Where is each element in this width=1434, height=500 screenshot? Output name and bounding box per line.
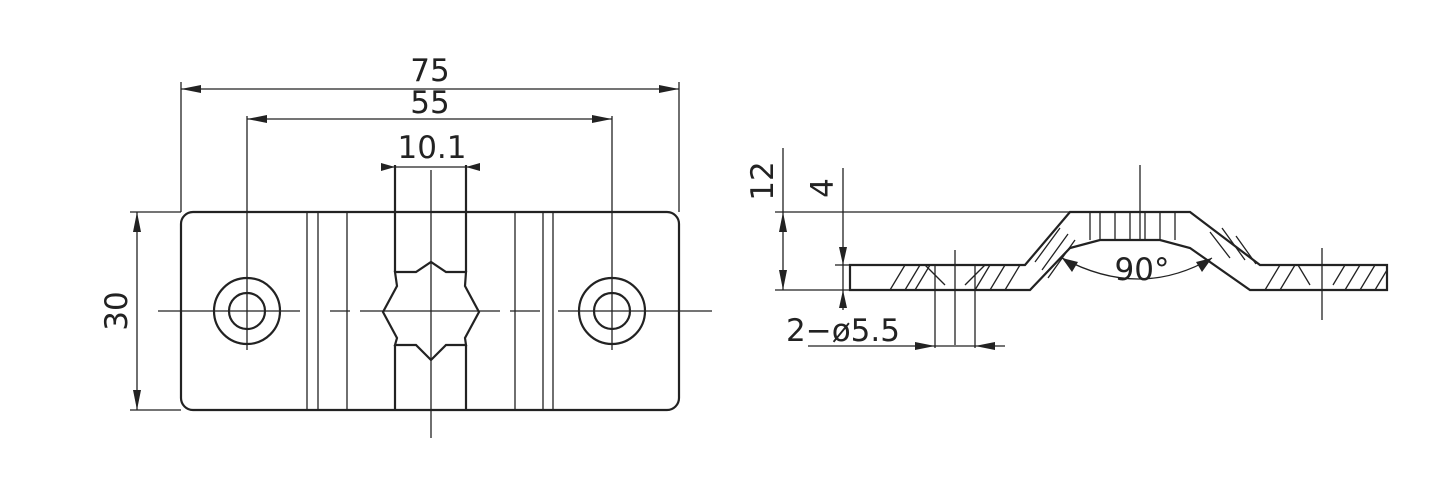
dim-height: 30 [99, 212, 141, 410]
dim-thickness: 4 [805, 168, 847, 310]
slot-cutout [381, 165, 481, 410]
dim-bend-angle-text: 90° [1115, 252, 1170, 288]
countersunk-hole-right [1297, 248, 1346, 320]
bend-lines [306, 212, 554, 410]
star-cutout [381, 260, 481, 362]
dim-total-height: 12 [745, 148, 787, 290]
dim-slot-width-text: 10.1 [397, 130, 466, 166]
dim-thickness-text: 4 [805, 178, 841, 198]
plan-view: 75 55 10.1 30 [99, 53, 712, 438]
dim-hole-spacing-text: 55 [410, 85, 449, 121]
dim-overall-length-text: 75 [410, 53, 449, 89]
countersunk-hole-left [924, 250, 986, 348]
extension-lines [130, 82, 680, 411]
dim-holes: 2−ø5.5 [786, 313, 1005, 350]
section-view: 90° 12 4 2−ø5.5 [745, 148, 1389, 350]
section-hatching [889, 227, 1388, 291]
dim-holes-text: 2−ø5.5 [786, 313, 900, 349]
dim-slot-width: 10.1 [381, 130, 480, 171]
dim-bend-angle: 90° [1061, 252, 1213, 288]
dim-overall-length: 75 [181, 53, 679, 93]
dim-height-text: 30 [99, 291, 135, 330]
dim-total-height-text: 12 [745, 161, 781, 200]
dim-hole-spacing: 55 [247, 85, 612, 123]
bend-top-lines [1089, 212, 1176, 240]
center-lines [158, 116, 712, 438]
